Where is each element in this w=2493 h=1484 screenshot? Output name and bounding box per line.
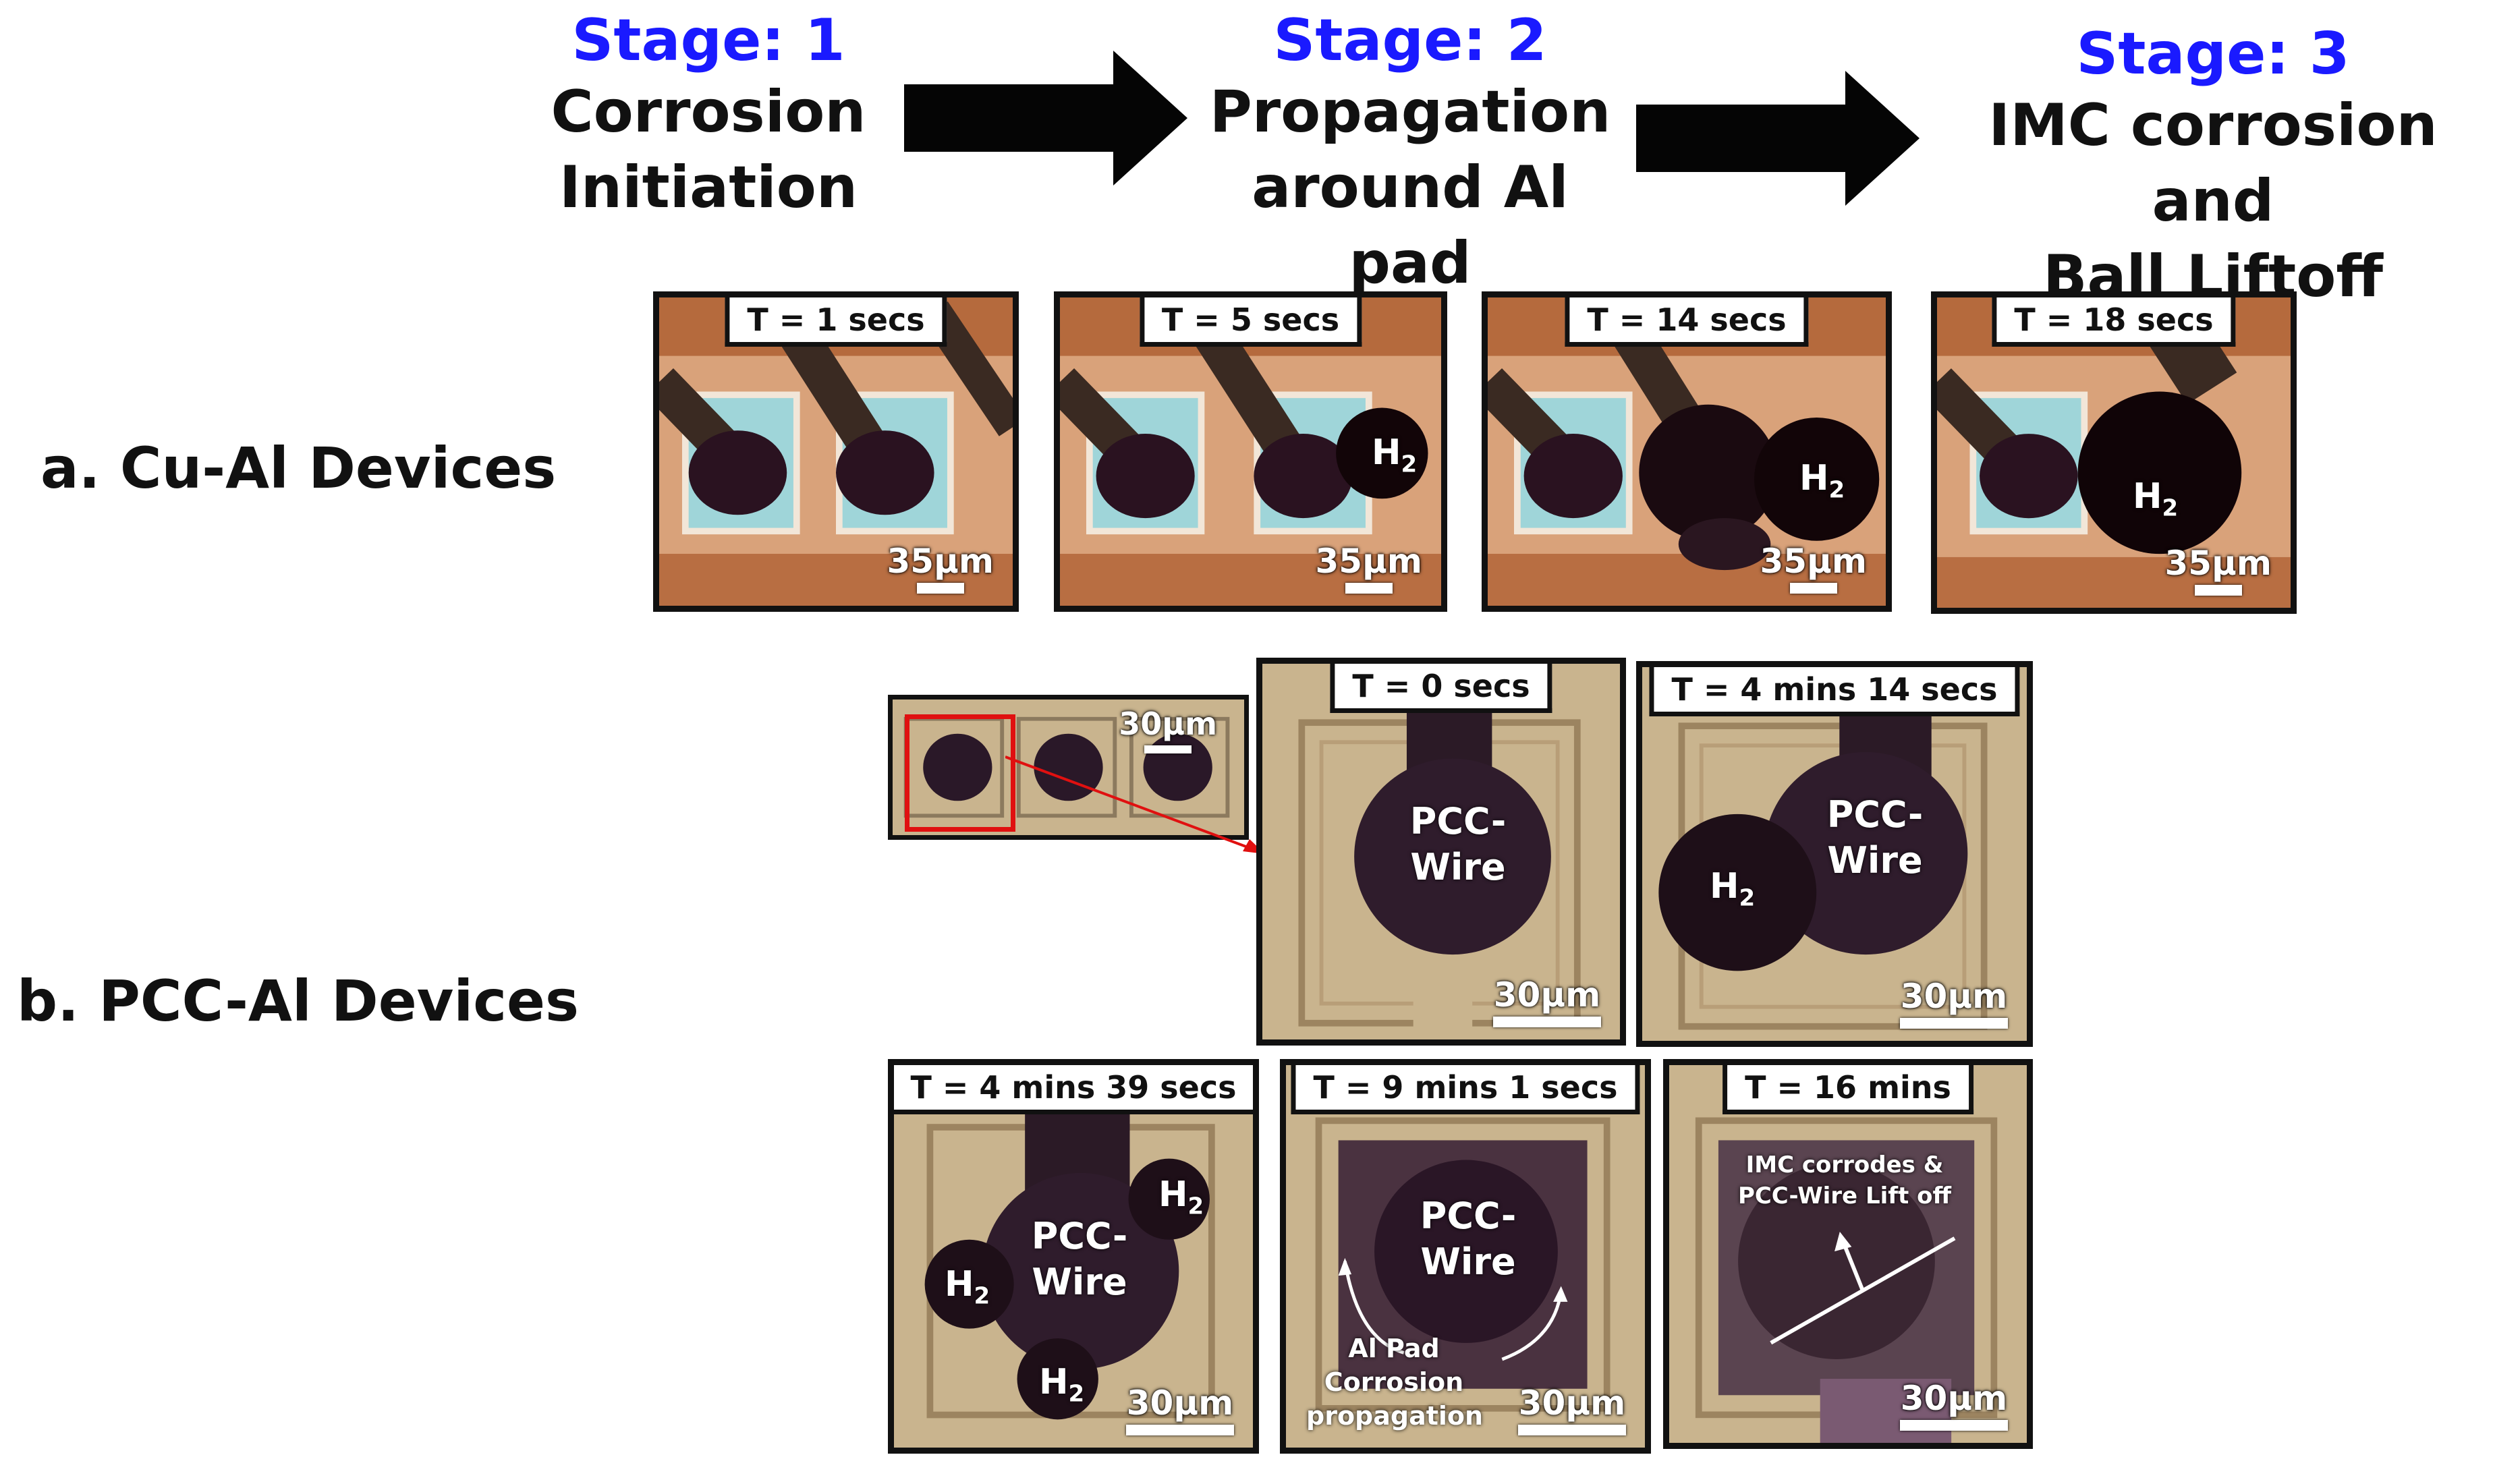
pcc-panel-4: PCC- Wire Al Pad Corrosion propagation T… [1280,1059,1651,1454]
cu-panel-2-micrograph [1060,297,1441,606]
pcc-panel-5: IMC corrodes & PCC-Wire Lift off T = 16 … [1663,1059,2033,1449]
pcc-panel-4-wire-label: PCC- Wire [1404,1193,1532,1285]
pcc-panel-2-scale: 30µm [1900,977,2008,1029]
pcc-panel-2: PCC- Wire H2 T = 4 mins 14 secs 30µm [1636,661,2033,1047]
pcc-panel-3-time: T = 4 mins 39 secs [894,1065,1253,1114]
pcc-panel-2-micrograph [1658,667,1988,1030]
pcc-panel-2-wire-label: PCC- Wire [1811,792,1939,884]
cu-panel-2-scale: 35µm [1316,542,1422,594]
pcc-panel-3-scale: 30µm [1126,1384,1234,1435]
cu-panel-2: H2 T = 5 secs 35µm [1054,291,1447,612]
stage-1-line1: Corrosion [551,78,866,146]
cu-panel-3-scale-bar [1789,583,1837,594]
pcc-panel-3-micrograph [924,1078,1215,1420]
cu-panel-4: H2 T = 18 secs 35µm [1931,291,2297,614]
pcc-overview-scale: 30µm [1119,705,1217,753]
stage-1: Stage: 1 Corrosion Initiation [526,7,891,225]
pcc-panel-3-scale-text: 30µm [1126,1383,1234,1423]
pcc-panel-5-note-line2: PCC-Wire Lift off [1737,1182,1952,1209]
cu-panel-4-h2-label: H2 [2133,476,2179,522]
pcc-panel-4-scale-bar [1518,1425,1626,1435]
pcc-panel-2-wire-line1: PCC- [1826,793,1924,836]
pcc-panel-1-time: T = 0 secs [1330,664,1552,713]
pcc-panel-5-note-line1: IMC corrodes & [1745,1151,1944,1178]
cu-panel-1-scale-text: 35µm [887,542,994,581]
pcc-panel-3-wire-line2: Wire [1032,1261,1127,1303]
pcc-overview-scale-text: 30µm [1119,706,1217,742]
row-label-pcc-al: b. PCC-Al Devices [17,968,579,1034]
pcc-panel-1-wire-line1: PCC- [1409,800,1507,843]
arrow-stage-1-to-2 [904,51,1187,186]
pcc-panel-5-micrograph [1695,1117,1998,1443]
cu-panel-3-scale-text: 35µm [1760,542,1867,581]
stage-1-line2: Initiation [559,154,858,221]
pcc-overview-panel: 30µm [888,695,1249,840]
cu-panel-3-scale: 35µm [1760,542,1867,594]
pcc-panel-4-scale: 30µm [1518,1384,1626,1435]
pcc-panel-3-wire-line1: PCC- [1031,1215,1128,1257]
pcc-panel-3-wire-label: PCC- Wire [1015,1214,1144,1305]
pcc-panel-4-wire-line2: Wire [1420,1240,1516,1283]
pcc-panel-3-scale-bar [1126,1425,1234,1435]
stage-2-line1: Propagation [1209,78,1611,146]
pcc-panel-3-h2-label-bottom: H2 [1039,1362,1085,1408]
cu-panel-4-scale-bar [2194,585,2242,596]
pcc-panel-1-wire-line2: Wire [1410,846,1506,888]
pcc-panel-3: PCC- Wire H2 H2 H2 T = 4 mins 39 secs 30… [888,1059,1259,1454]
row-label-cu-al: a. Cu-Al Devices [40,435,557,501]
pcc-panel-4-note-line1: Al Pad [1348,1334,1440,1363]
arrow-stage-2-to-3 [1636,71,1920,206]
pcc-panel-5-scale: 30µm [1900,1379,2008,1431]
pcc-overview-micrograph [903,716,1230,818]
stage-3: Stage: 3 IMC corrosion and Ball Liftoff [1936,20,2490,314]
cu-panel-1-micrograph [659,297,1013,606]
pcc-overview-scale-bar [1144,745,1192,753]
stage-3-line1: IMC corrosion and [1988,92,2438,235]
pcc-panel-4-note-line2: Corrosion [1324,1367,1464,1397]
pcc-panel-2-h2-label: H2 [1710,866,1756,912]
pcc-panel-1-scale-bar [1493,1017,1601,1027]
cu-panel-2-scale-bar [1345,583,1393,594]
cu-panel-3: H2 T = 14 secs 35µm [1482,291,1892,612]
stage-3-title: Stage: 3 [2076,20,2350,88]
cu-panel-3-time: T = 14 secs [1565,297,1809,347]
cu-panel-4-scale: 35µm [2165,544,2272,596]
stage-2: Stage: 2 Propagation around Al pad [1208,7,1613,301]
pcc-panel-4-wire-line1: PCC- [1420,1195,1517,1237]
pcc-panel-2-time: T = 4 mins 14 secs [1649,667,2020,716]
zoom-pointer-arrow [1005,755,1265,854]
pcc-panel-4-scale-text: 30µm [1518,1383,1626,1423]
stage-1-title: Stage: 1 [571,7,845,74]
cu-panel-1-time: T = 1 secs [725,297,947,347]
pcc-panel-2-scale-text: 30µm [1900,977,2008,1016]
pcc-panel-1-scale: 30µm [1493,976,1601,1027]
cu-panel-2-time: T = 5 secs [1139,297,1362,347]
stage-2-line2: around Al pad [1252,154,1569,297]
cu-panel-2-h2-label: H2 [1372,432,1418,478]
pcc-panel-3-h2-label-left: H2 [945,1264,990,1310]
pcc-panel-1-scale-text: 30µm [1493,975,1601,1015]
pcc-overview-highlight-box [905,714,1015,832]
stage-2-title: Stage: 2 [1273,7,1547,74]
cu-panel-1-scale: 35µm [887,542,994,594]
pcc-panel-5-scale-text: 30µm [1900,1379,2008,1418]
pcc-panel-1: PCC- Wire T = 0 secs 30µm [1256,658,1626,1046]
pcc-panel-1-wire-label: PCC- Wire [1394,799,1522,890]
pcc-panel-5-scale-bar [1900,1420,2008,1431]
cu-panel-1-scale-bar [916,583,964,594]
cu-panel-2-scale-text: 35µm [1315,542,1422,581]
pcc-panel-5-note: IMC corrodes & PCC-Wire Lift off [1723,1149,1966,1211]
pcc-panel-2-wire-line2: Wire [1827,839,1923,882]
pcc-panel-4-micrograph [1315,1117,1610,1412]
pcc-panel-4-note-line3: propagation [1306,1401,1484,1431]
cu-panel-3-h2-label: H2 [1799,458,1845,504]
cu-panel-1: T = 1 secs 35µm [653,291,1019,612]
cu-panel-4-time: T = 18 secs [1992,297,2236,347]
pcc-panel-4-time: T = 9 mins 1 secs [1291,1065,1640,1114]
cu-panel-4-scale-text: 35µm [2164,544,2272,583]
pcc-panel-4-note: Al Pad Corrosion propagation [1306,1332,1484,1433]
pcc-panel-5-time: T = 16 mins [1722,1065,1973,1114]
pcc-panel-2-scale-bar [1900,1018,2008,1029]
pcc-panel-3-h2-label-right: H2 [1158,1174,1204,1220]
